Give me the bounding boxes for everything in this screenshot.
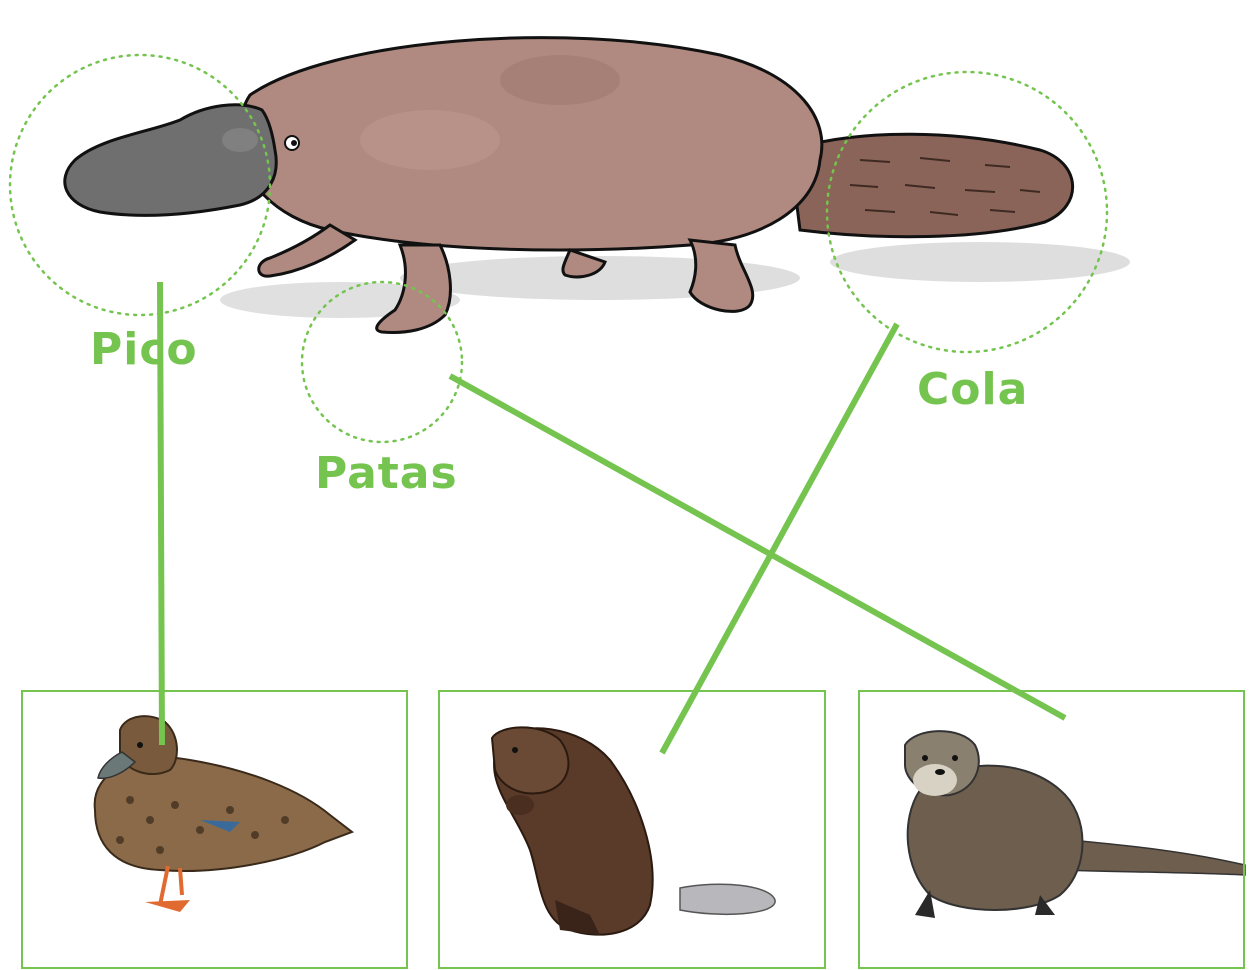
connector-feet-otter — [450, 376, 1065, 718]
connector-tail-beaver — [662, 324, 897, 753]
label-tail: Cola — [917, 368, 1028, 412]
duck-frame — [21, 690, 408, 969]
platypus-tail — [790, 134, 1073, 236]
ground-shadow — [220, 242, 1130, 318]
label-beak: Pico — [90, 328, 198, 372]
connector-lines — [160, 282, 1065, 753]
otter-frame — [858, 690, 1245, 969]
label-feet: Patas — [315, 452, 458, 496]
platypus-beak — [65, 105, 276, 216]
beaver-frame — [438, 690, 826, 969]
